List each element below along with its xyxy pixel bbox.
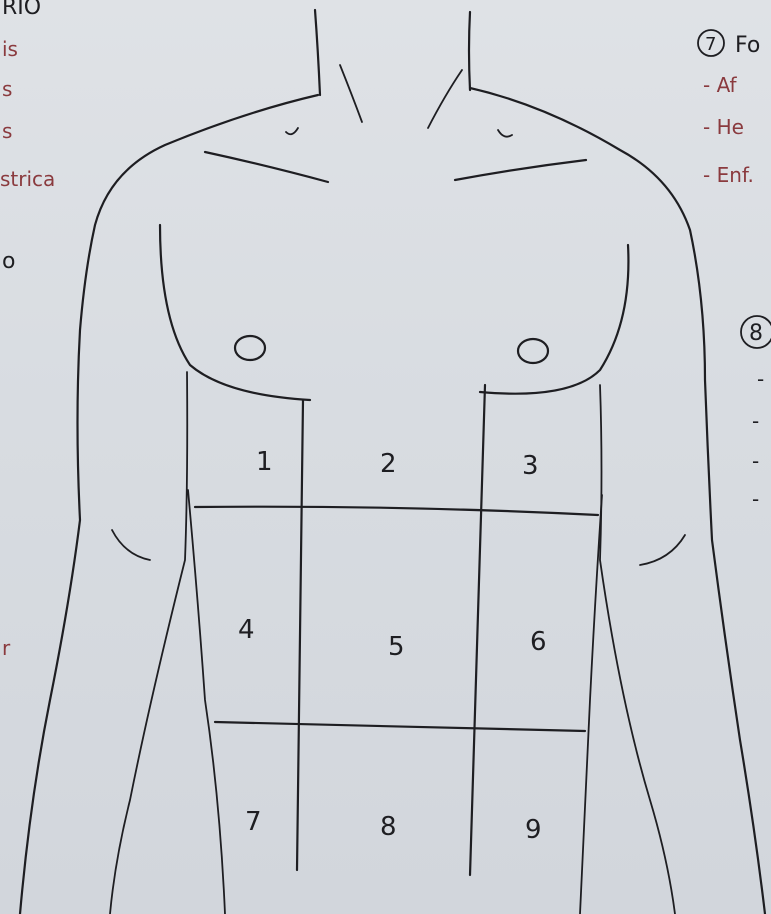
shoulder-right — [470, 88, 765, 914]
section-8-item: - — [757, 367, 764, 391]
region-number: 1 — [256, 447, 273, 477]
neck-left-line — [315, 10, 320, 95]
section-7-item: - Af — [703, 73, 738, 97]
margin-note: s — [2, 119, 12, 143]
pec-left — [160, 225, 310, 400]
neck-right-line — [469, 12, 470, 90]
shoulder-left — [20, 95, 318, 914]
notch-right — [498, 130, 512, 137]
section-8-item: - — [752, 409, 759, 433]
region-number: 7 — [245, 807, 262, 837]
margin-note: strica — [0, 167, 55, 191]
elbow-crease-left — [112, 530, 150, 560]
nipple-left — [235, 336, 265, 360]
nipple-right — [518, 339, 548, 363]
neck-muscle-left — [340, 65, 362, 122]
notch-left — [286, 128, 298, 134]
grid-horizontal-top — [195, 507, 598, 515]
section-8-marker: 8 — [749, 321, 763, 346]
region-number: 6 — [530, 627, 547, 657]
neck-muscle-right — [428, 70, 462, 128]
region-number: 4 — [238, 615, 255, 645]
grid-horizontal-bottom — [215, 722, 585, 731]
abdomen-side-left — [188, 490, 225, 914]
margin-note: is — [2, 37, 18, 61]
region-number: 3 — [522, 451, 539, 481]
margin-note: RIO — [2, 0, 41, 20]
section-7-title: Fo — [735, 33, 760, 58]
pec-right — [480, 245, 628, 394]
section-7-item: - Enf. — [703, 163, 754, 187]
abdomen-side-right — [580, 495, 602, 914]
grid-vertical-left — [297, 400, 303, 870]
section-8-item: - — [752, 487, 759, 511]
section-7-marker: 7 — [705, 34, 716, 55]
clavicle-left — [205, 152, 328, 182]
clavicle-right — [455, 160, 586, 180]
region-number: 8 — [380, 812, 397, 842]
region-number: 5 — [388, 632, 405, 662]
margin-note: s — [2, 77, 12, 101]
section-7-item: - He — [703, 115, 744, 139]
region-number: 9 — [525, 815, 542, 845]
elbow-crease-right — [640, 535, 685, 565]
margin-note: r — [2, 636, 11, 660]
inner-arm-right — [600, 385, 675, 914]
margin-note: o — [2, 249, 15, 274]
grid-vertical-right — [470, 385, 485, 875]
region-number: 2 — [380, 449, 397, 479]
inner-arm-left — [110, 372, 187, 914]
section-8-item: - — [752, 449, 759, 473]
